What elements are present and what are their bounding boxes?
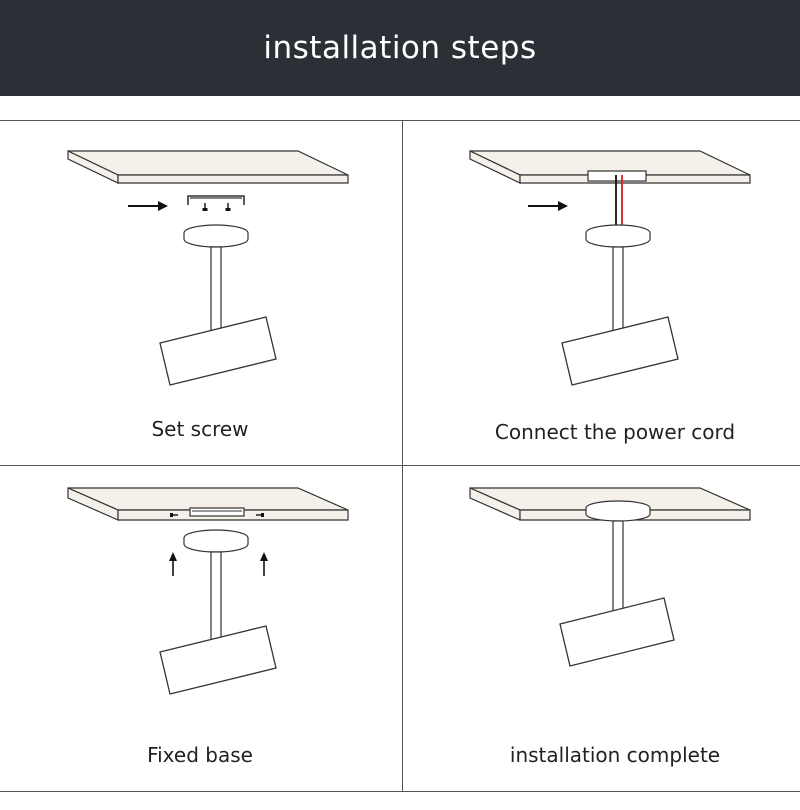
page-title: installation steps xyxy=(263,30,537,66)
mounting-bracket xyxy=(189,507,245,517)
lamp-head xyxy=(159,316,277,386)
screw-icon xyxy=(256,513,264,517)
step-panel-fixed-base: Fixed base xyxy=(0,466,400,810)
screw-icon xyxy=(225,203,231,211)
header-bar: installation steps xyxy=(0,0,800,96)
step-caption: Fixed base xyxy=(147,743,253,767)
grid-middle-line xyxy=(0,465,800,466)
canopy-side xyxy=(183,233,249,248)
step-caption: installation complete xyxy=(509,743,721,767)
grid-top-line xyxy=(0,120,800,121)
connect-power-cord-illustration xyxy=(469,150,751,386)
set-screw-illustration xyxy=(67,150,349,386)
step-caption: Set screw xyxy=(151,417,249,441)
installation-complete-illustration xyxy=(469,487,751,667)
step-caption: Connect the power cord xyxy=(494,420,736,444)
screw-icon xyxy=(170,513,178,517)
step-panel-installation-complete: installation complete xyxy=(402,466,800,810)
arrow-up-icon xyxy=(260,552,268,576)
arrow-right-icon xyxy=(528,201,568,211)
grid-vertical-line xyxy=(402,120,403,791)
arrow-up-icon xyxy=(169,552,177,576)
grid-bottom-line xyxy=(0,791,800,792)
ceiling-front xyxy=(117,174,349,184)
arrow-right-icon xyxy=(128,201,168,211)
junction-box xyxy=(587,170,647,182)
screw-icon xyxy=(202,203,208,211)
fixed-base-illustration xyxy=(67,487,349,695)
mounting-bracket xyxy=(187,195,245,205)
step-panel-set-screw: Set screw xyxy=(0,121,400,465)
canopy-side xyxy=(585,508,651,522)
step-panel-connect-power-cord: Connect the power cord xyxy=(402,121,800,465)
